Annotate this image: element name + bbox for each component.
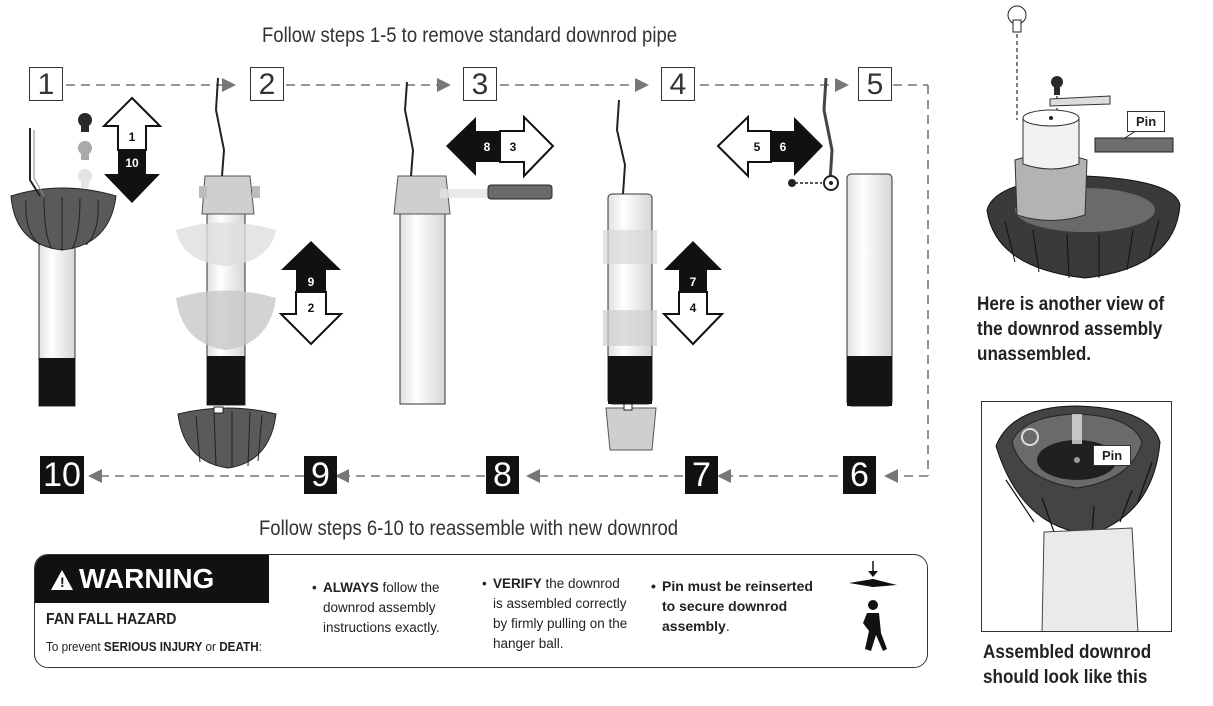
caption-assembled: Assembled downrod should look like this [983, 642, 1152, 688]
unassembled-view-illustration [986, 5, 1181, 279]
step-box-7: 7 [685, 456, 718, 494]
assembled-view-illustration [995, 405, 1161, 631]
warning-bullet-3: •Pin must be reinserted to secure downro… [651, 578, 813, 634]
arrow-label-2: 2 [308, 301, 315, 315]
stage-5-illustration [788, 77, 893, 407]
arrow-label-9: 9 [308, 275, 315, 289]
step-box-6: 6 [843, 456, 876, 494]
step-box-5: 5 [858, 67, 892, 101]
assembled-view-frame [981, 401, 1172, 632]
stage-4-illustration [603, 99, 657, 451]
arrow-label-5: 5 [754, 140, 761, 154]
stage-3-arrow: 8 3 [446, 114, 555, 179]
step-box-3: 3 [463, 67, 497, 101]
stage-3-illustration [393, 81, 553, 405]
arrow-label-8: 8 [484, 140, 491, 154]
warning-title: WARNING [79, 563, 215, 594]
stage-1-illustration [10, 113, 117, 407]
arrow-label-4: 4 [690, 301, 697, 315]
arrow-label-7: 7 [690, 275, 697, 289]
step-box-4: 4 [661, 67, 695, 101]
arrow-label-1: 1 [129, 130, 136, 144]
step-box-2: 2 [250, 67, 284, 101]
hazard-title: FAN FALL HAZARD [46, 611, 177, 628]
stage-2-illustration [176, 77, 277, 469]
stage-5-arrow: 5 6 [716, 114, 823, 179]
assembly-illustrations: 1 10 9 2 8 3 [10, 77, 893, 469]
warning-bullet-1: •ALWAYS follow the downrod assembly inst… [312, 580, 440, 635]
stage-1-arrow: 1 10 [101, 96, 163, 203]
stage-4-arrow: 7 4 [661, 241, 725, 346]
step-box-9: 9 [304, 456, 337, 494]
falling-fan-person-icon [849, 561, 897, 651]
warning-triangle-icon: ! [51, 570, 73, 590]
caption-unassembled: Here is another view of the downrod asse… [977, 294, 1165, 365]
pin-label-bottom: Pin [1093, 445, 1132, 466]
arrow-label-6: 6 [780, 140, 787, 154]
step-box-8: 8 [486, 456, 519, 494]
warning-header: ! WARNING [35, 555, 269, 603]
arrow-label-10: 10 [125, 156, 139, 170]
step-box-1: 1 [29, 67, 63, 101]
warning-bullet-2: •VERIFY the downrod is assembled correct… [482, 576, 628, 651]
prevent-text: To prevent SERIOUS INJURY or DEATH: [46, 639, 262, 654]
arrow-label-3: 3 [510, 140, 517, 154]
top-instruction: Follow steps 1-5 to remove standard down… [262, 24, 678, 47]
stage-2-arrow: 9 2 [278, 241, 344, 346]
pin-label-top: Pin [1127, 111, 1166, 132]
step-box-10: 10 [40, 456, 84, 494]
bottom-instruction: Follow steps 6-10 to reassemble with new… [259, 517, 679, 540]
warning-box: ! WARNING FAN FALL HAZARD To prevent SERI… [34, 554, 928, 668]
